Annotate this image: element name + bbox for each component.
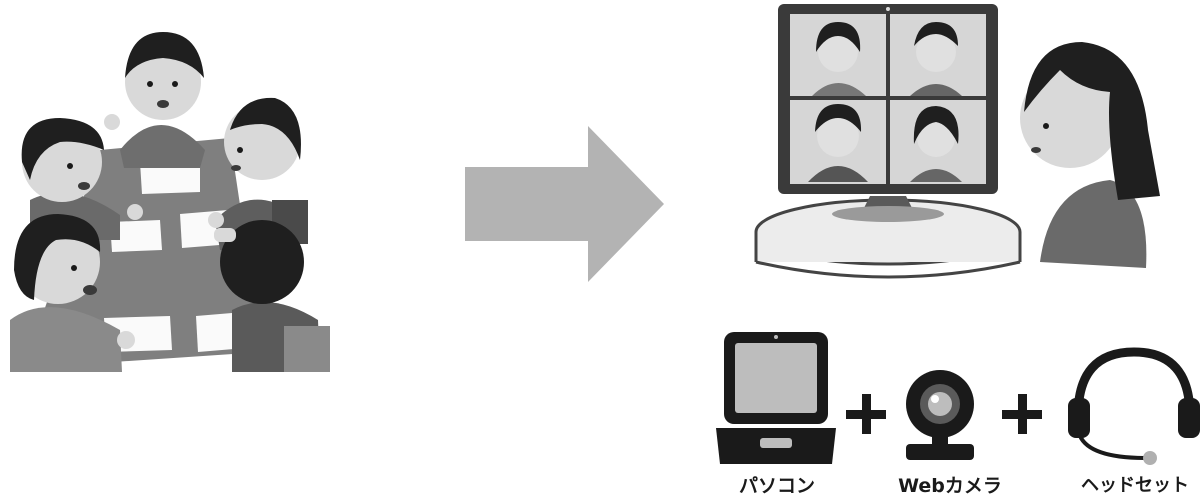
online-meeting-illustration <box>756 4 1160 277</box>
headset-icon <box>1068 352 1200 465</box>
plus-icon <box>1002 394 1042 434</box>
laptop-icon <box>716 332 836 464</box>
person-foreground <box>1020 42 1160 268</box>
equipment-illustration <box>716 332 1200 465</box>
webcam-label: Webカメラ <box>885 476 1015 496</box>
pc-label: パソコン <box>722 476 832 496</box>
person-top <box>104 32 205 168</box>
in-person-meeting-illustration <box>10 32 330 372</box>
transition-arrow <box>465 126 664 282</box>
webcam-icon <box>906 370 974 460</box>
plus-icon <box>846 394 886 434</box>
headset-label: ヘッドセット <box>1070 476 1200 496</box>
